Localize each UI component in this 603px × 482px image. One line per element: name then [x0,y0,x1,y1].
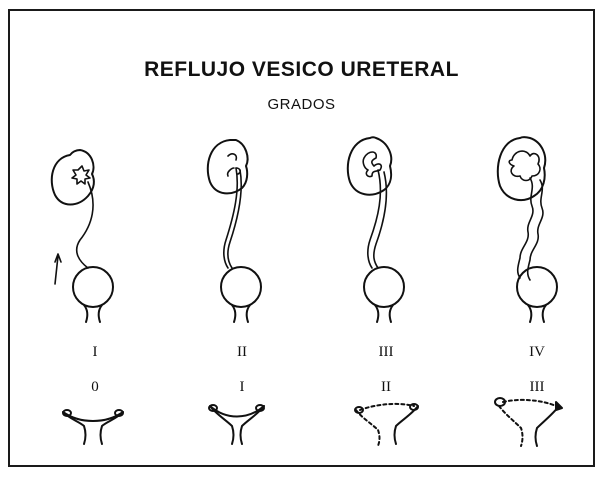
grade-2-kidney-bladder [208,140,261,322]
trigone-grade-3 [495,398,562,446]
trigone-grade-0 [63,410,123,444]
grade-2-upper-label: II [212,344,272,361]
grade-1-upper-label: I [65,344,125,361]
grade-1-kidney-bladder [52,150,113,322]
grade-3-kidney-bladder [348,137,404,322]
grade-3-lower-label: II [356,379,416,396]
grade-4-lower-label: III [507,379,567,396]
grade-3-upper-label: III [356,344,416,361]
grade-4-upper-label: IV [507,344,567,361]
trigone-grade-2 [355,404,418,446]
grade-4-kidney-bladder [498,137,557,322]
grade-1-lower-label: 0 [65,379,125,396]
trigone-grade-1 [209,405,264,444]
grade-2-lower-label: I [212,379,272,396]
